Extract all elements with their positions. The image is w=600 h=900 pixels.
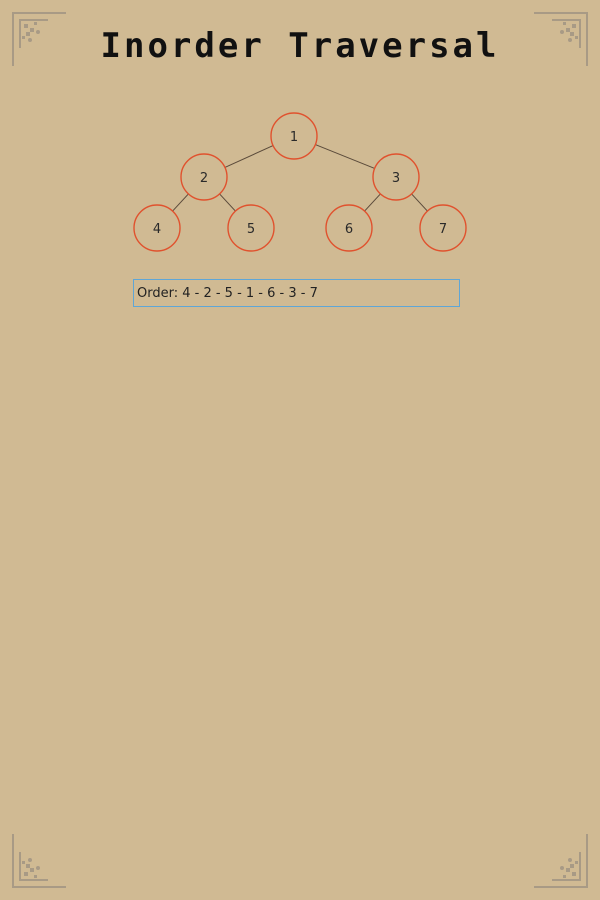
tree-node-circle — [227, 204, 275, 252]
tree-node-label: 3 — [392, 171, 400, 186]
page-title: Inorder Traversal — [100, 26, 500, 66]
tree-node-4: 4 — [133, 204, 181, 252]
tree-node-circle — [133, 204, 181, 252]
tree-node-1: 1 — [270, 112, 318, 160]
ornament-icon — [534, 12, 588, 66]
tree-node-circle — [419, 204, 467, 252]
corner-ornament-bottom-left — [8, 832, 68, 892]
tree-node-circle — [270, 112, 318, 160]
tree-node-label: 4 — [153, 222, 161, 237]
tree-node-6: 6 — [325, 204, 373, 252]
ornament-icon — [12, 12, 66, 66]
corner-ornament-bottom-right — [532, 832, 592, 892]
tree-edge-3-7 — [411, 193, 428, 212]
tree-node-label: 2 — [200, 171, 208, 186]
tree-edge-1-3 — [315, 144, 375, 169]
tree-node-3: 3 — [372, 153, 420, 201]
tree-edge-3-6 — [364, 193, 381, 212]
tree-node-label: 6 — [345, 222, 353, 237]
tree-nodes: 1 2 3 4 5 6 7 — [133, 112, 467, 252]
tree-node-5: 5 — [227, 204, 275, 252]
tree-node-7: 7 — [419, 204, 467, 252]
tree-node-label: 1 — [290, 130, 298, 145]
tree-node-circle — [372, 153, 420, 201]
tree-node-label: 7 — [439, 222, 447, 237]
ornament-icon — [12, 834, 66, 888]
tree-edges — [172, 144, 428, 212]
tree-edge-2-5 — [219, 193, 236, 212]
tree-node-2: 2 — [180, 153, 228, 201]
traversal-order-output: Order: 4 - 2 - 5 - 1 - 6 - 3 - 7 — [133, 279, 460, 307]
tree-node-circle — [325, 204, 373, 252]
corner-ornament-top-right — [532, 8, 592, 68]
corner-ornament-top-left — [8, 8, 68, 68]
tree-node-label: 5 — [247, 222, 255, 237]
ornament-icon — [534, 834, 588, 888]
binary-tree-diagram: 1 2 3 4 5 6 7 — [133, 112, 467, 252]
tree-edge-1-2 — [224, 145, 274, 168]
tree-edge-2-4 — [172, 193, 189, 212]
tree-node-circle — [180, 153, 228, 201]
